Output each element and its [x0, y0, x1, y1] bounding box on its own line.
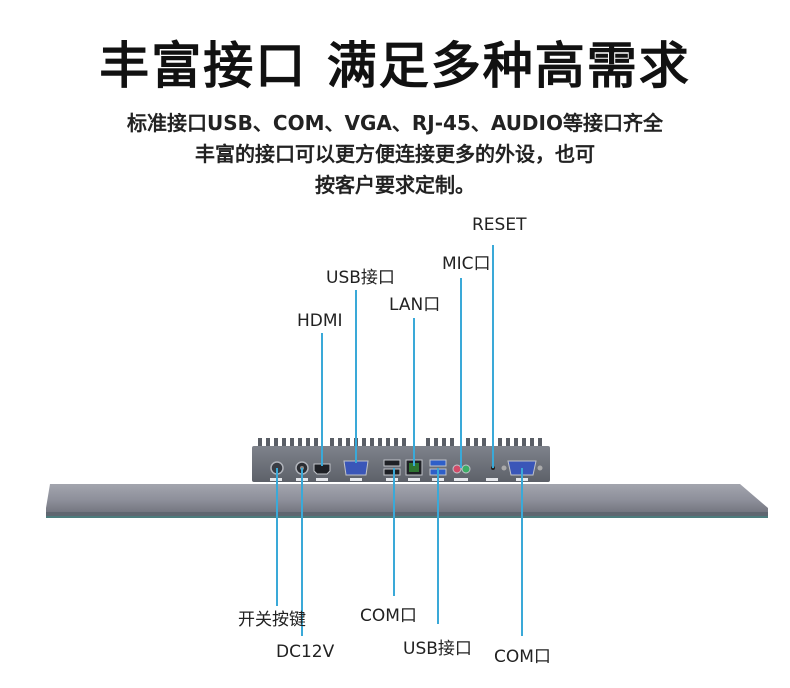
description-line-2: 丰富的接口可以更方便连接更多的外设，也可 [195, 142, 595, 166]
panel-bezel [46, 484, 768, 516]
label-com-bottom-left: COM口 [360, 606, 417, 626]
vga-port [343, 460, 369, 476]
label-reset: RESET [472, 215, 527, 235]
leader-lines [276, 245, 523, 636]
description: 标准接口USB、COM、VGA、RJ-45、AUDIO等接口齐全 丰富的接口可以… [60, 108, 730, 201]
hdmi-port [313, 463, 331, 475]
usb3-port-1 [429, 459, 447, 467]
label-dc12v: DC12V [276, 642, 335, 662]
label-com-bottom-right: COM口 [494, 647, 551, 667]
page-title: 丰富接口 满足多种高需求 [99, 37, 691, 95]
label-power-button: 开关按键 [238, 610, 306, 630]
usb-port-2 [383, 468, 401, 476]
label-hdmi: HDMI [297, 311, 343, 331]
label-mic: MIC口 [442, 254, 491, 274]
heatsink-fins [258, 438, 542, 448]
label-usb-bottom: USB接口 [403, 639, 472, 659]
mic-port [452, 464, 462, 474]
usb-port-1 [383, 459, 401, 467]
label-usb-top: USB接口 [326, 268, 395, 288]
audio-port [461, 464, 471, 474]
description-line-1: 标准接口USB、COM、VGA、RJ-45、AUDIO等接口齐全 [127, 111, 663, 135]
label-lan: LAN口 [389, 295, 441, 315]
description-line-3: 按客户要求定制。 [315, 173, 475, 197]
